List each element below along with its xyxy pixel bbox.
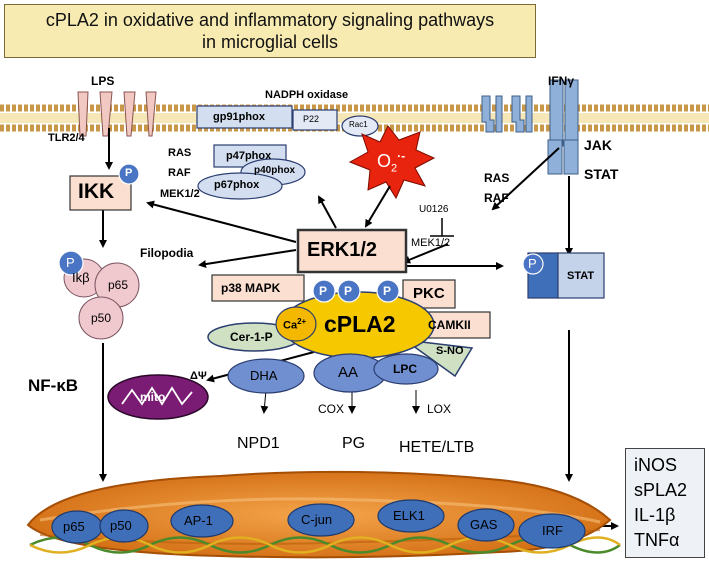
calcium-label: Ca2+ — [283, 317, 307, 332]
ikk-box — [69, 175, 132, 211]
jak-label: JAK — [584, 137, 613, 153]
rac1-label: Rac1 — [349, 120, 368, 129]
gene-output-box: iNOS sPLA2 IL-1β TNFα — [625, 448, 705, 558]
camkii-label: CAMKII — [428, 318, 471, 332]
hete-ltb-label: HETE/LTB — [399, 439, 475, 456]
mek-right-label: MEK1/2 — [411, 237, 451, 249]
p47phox-label: p47phox — [226, 150, 272, 162]
nucleus — [26, 470, 621, 559]
stat-phospho-label: P — [528, 256, 537, 271]
stat-light-block — [557, 252, 605, 299]
ifn-receptor-icon — [481, 79, 579, 175]
erk-phospho-3-label: P — [383, 284, 392, 298]
cpla2-label: cPLA2 — [324, 311, 396, 337]
ras-right-label: RAS — [484, 171, 510, 185]
p38-label: p38 MAPK — [221, 281, 281, 295]
pkc-label: PKC — [413, 285, 445, 302]
p50-nucleus-label: p50 — [110, 518, 132, 533]
p65-nucleus-label: p65 — [63, 519, 85, 534]
output-il1b: IL-1β — [634, 505, 676, 525]
pg-label: PG — [342, 435, 366, 452]
superoxide-burst-icon — [348, 125, 436, 200]
cer-1-p-label: Cer-1-P — [230, 330, 273, 344]
nadph-oxidase-complex — [196, 105, 379, 200]
raf-left-label: RAF — [168, 167, 191, 179]
tlr-receptor-icon — [77, 91, 157, 137]
p38-box — [211, 274, 305, 302]
output-tnfa: TNFα — [634, 530, 680, 550]
p40phox-label: p40phox — [254, 165, 296, 176]
lox-label: LOX — [427, 402, 452, 416]
erk-box — [296, 228, 408, 274]
p67phox-label: p67phox — [214, 179, 260, 191]
npd1-label: NPD1 — [237, 435, 280, 452]
ikk-phospho-icon — [118, 163, 140, 185]
lps-label: LPS — [91, 74, 115, 88]
calcium-shape — [275, 306, 317, 342]
p50-cytosol-label: p50 — [91, 311, 112, 325]
ikk-phospho-label: P — [125, 167, 133, 179]
lpc-label: LPC — [393, 362, 417, 376]
ikb-label: Ikβ — [72, 270, 90, 285]
ikk-label: IKK — [78, 180, 115, 203]
ikb-phospho-label: P — [66, 255, 75, 270]
output-spla2: sPLA2 — [634, 480, 688, 500]
ras-left-label: RAS — [168, 147, 192, 159]
mito-label: mito — [140, 390, 166, 404]
aa-label: AA — [338, 364, 359, 381]
erk-phospho-2-label: P — [344, 284, 353, 298]
gp91phox-label: gp91phox — [213, 111, 265, 123]
erk-label: ERK1/2 — [307, 239, 378, 261]
u0126-label: U0126 — [419, 204, 449, 215]
gas-label: GAS — [470, 517, 498, 532]
output-inos: iNOS — [634, 455, 678, 475]
delta-psi-label: ΔΨ — [190, 370, 207, 382]
dha-shape — [227, 358, 305, 394]
title-line-2: in microglial cells — [201, 32, 339, 52]
nfkb-label: NF-κB — [28, 376, 79, 395]
tlr-label: TLR2/4 — [48, 132, 85, 144]
ap1-label: AP-1 — [184, 513, 213, 528]
p65-cytosol-label: p65 — [108, 278, 129, 292]
filopodia-label: Filopodia — [140, 246, 194, 260]
stat-membrane-label: STAT — [584, 166, 619, 182]
cox-label: COX — [318, 402, 345, 416]
stat-cytosol-label: STAT — [567, 270, 595, 282]
title-box: cPLA2 in oxidative and inflammatory sign… — [4, 4, 536, 58]
ifn-label: IFNγ — [548, 74, 575, 88]
irf-label: IRF — [542, 523, 563, 538]
mek-left-label: MEK1/2 — [160, 188, 200, 200]
ikb-phospho-icon — [58, 250, 84, 276]
mitochondria-icon — [107, 374, 209, 420]
cjun-label: C-jun — [301, 512, 333, 527]
s-no-label: S-NO — [436, 345, 464, 357]
s-no-shape — [404, 339, 474, 378]
nadph-oxidase-label: NADPH oxidase — [265, 89, 349, 101]
p22-label: P22 — [303, 114, 320, 124]
title-line-1: cPLA2 in oxidative and inflammatory sign… — [45, 9, 495, 30]
raf-right-label: RAF — [484, 191, 509, 205]
lpc-shape — [373, 353, 439, 385]
erk-phospho-1-label: P — [319, 284, 328, 298]
o2-label: O2·- — [377, 149, 406, 175]
elk1-label: ELK1 — [393, 508, 425, 523]
dha-label: DHA — [250, 368, 278, 383]
